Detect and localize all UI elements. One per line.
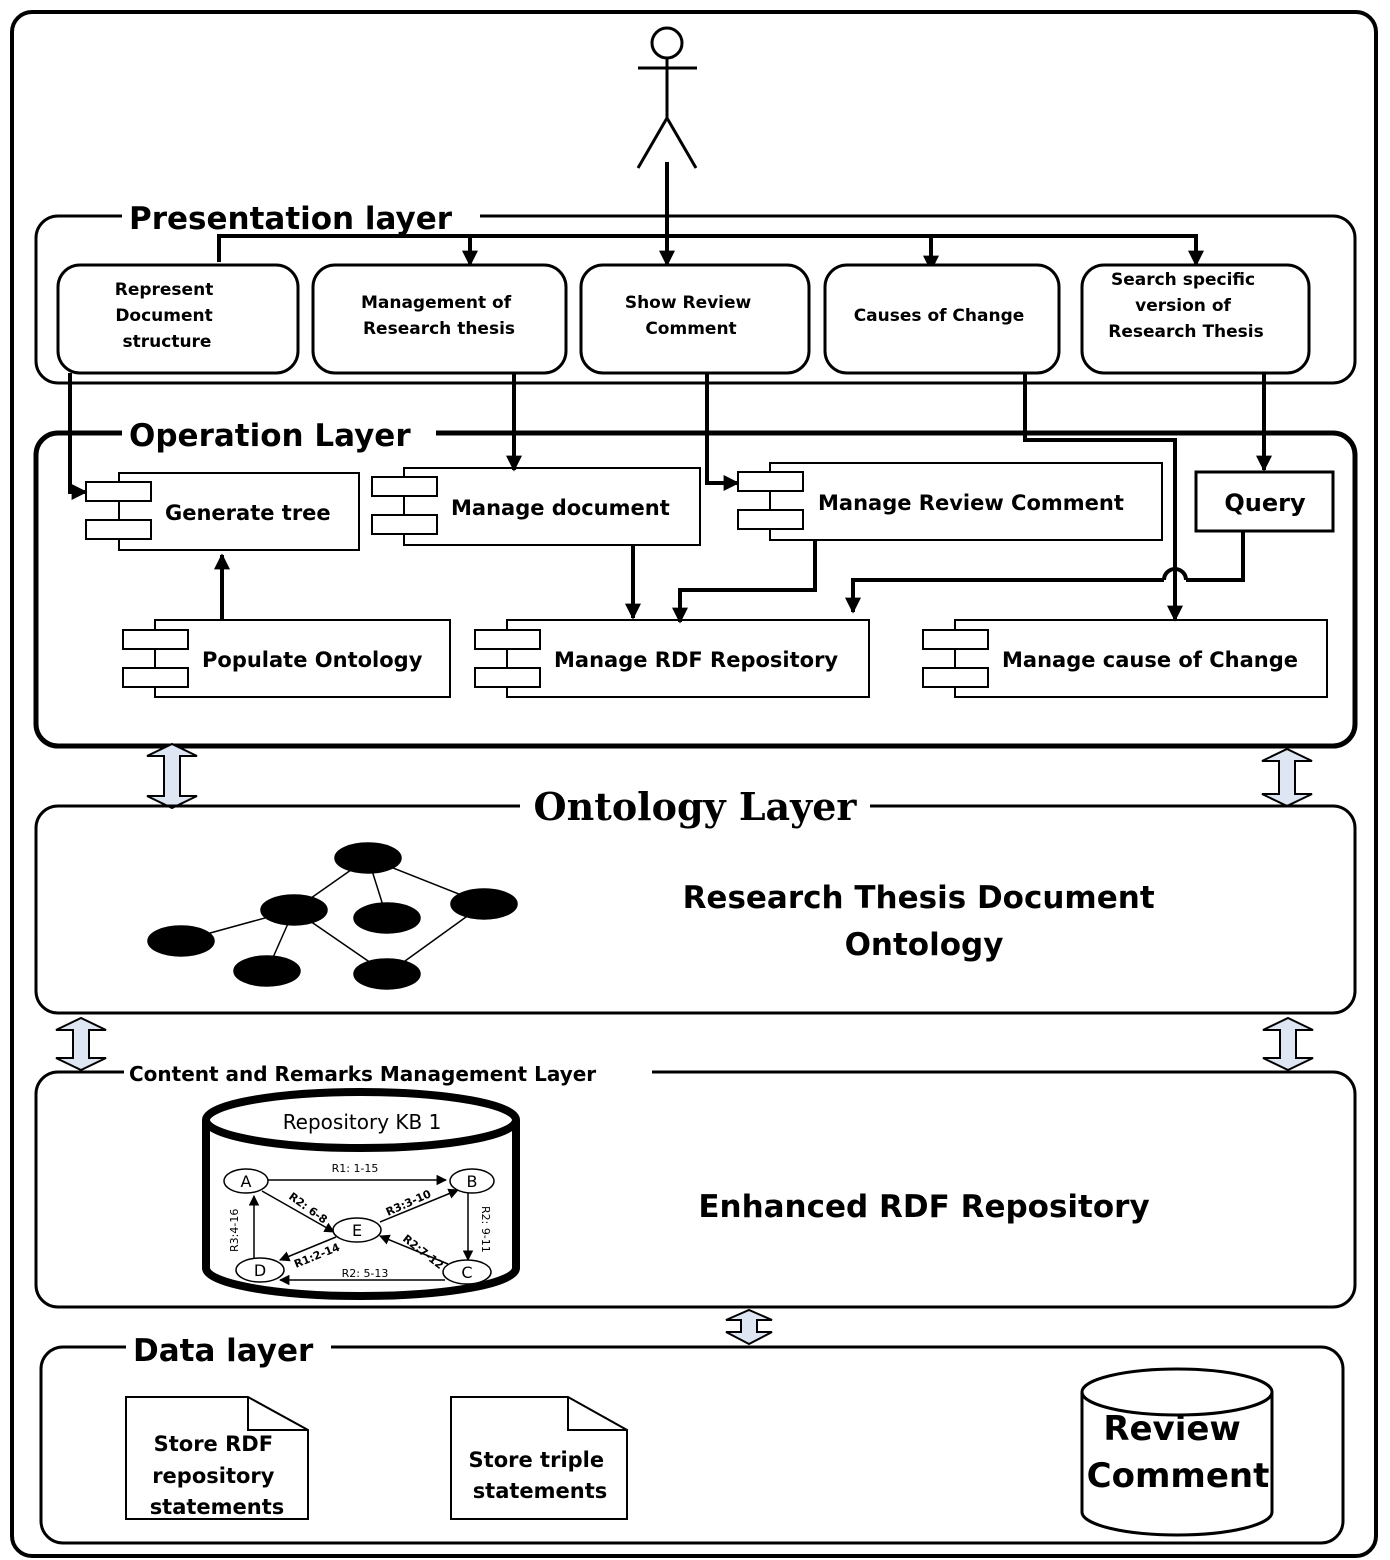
content-layer-container bbox=[34, 1070, 1357, 1309]
presentation-layer-container bbox=[34, 214, 1357, 385]
manage-rdf-repository-component[interactable]: Manage RDF Repository bbox=[474, 619, 870, 698]
ontology-layer-title: Ontology Layer bbox=[534, 784, 858, 829]
causes-of-change-label: Causes of Change bbox=[854, 306, 1025, 326]
repository-kb-cylinder: Repository KB 1 bbox=[202, 1088, 520, 1300]
bidirectional-arrow-right-2 bbox=[1262, 1016, 1314, 1072]
outer-frame bbox=[10, 10, 1378, 1558]
manage-cause-of-change-label: Manage cause of Change bbox=[1002, 648, 1298, 672]
data-layer-title: Data layer bbox=[133, 1333, 314, 1369]
graph-node-b bbox=[449, 1168, 495, 1194]
manage-document-label: Manage document bbox=[451, 496, 670, 520]
review-comment-database-icon: Review Comment bbox=[1080, 1367, 1274, 1537]
svg-text:Review Comment: Review Comment bbox=[1087, 1409, 1270, 1496]
svg-text:Store triple statements: Store triple statements bbox=[469, 1448, 612, 1503]
stick-figure-user-icon bbox=[636, 26, 698, 169]
represent-document-structure-box[interactable] bbox=[56, 263, 300, 375]
populate-ontology-label: Populate Ontology bbox=[202, 648, 423, 672]
svg-text:R1: 1-15: R1: 1-15 bbox=[332, 1162, 379, 1175]
query-label: Query bbox=[1224, 489, 1306, 517]
ontology-label: Research Thesis Document Ontology bbox=[683, 880, 1166, 963]
causes-of-change-box[interactable] bbox=[823, 263, 1061, 375]
repository-title: Repository KB 1 bbox=[283, 1110, 442, 1134]
bidirectional-arrow-bottom bbox=[725, 1308, 773, 1346]
management-research-thesis-box[interactable] bbox=[311, 263, 568, 375]
store-triple-statements-document: Store triple statements bbox=[450, 1396, 628, 1520]
query-component[interactable]: Query bbox=[1194, 470, 1335, 533]
svg-text:Store RDF repository: Store RDF repository statements bbox=[150, 1432, 285, 1519]
store-rdf-statements-document: Store RDF repository statements bbox=[125, 1396, 309, 1520]
operation-layer-container bbox=[33, 430, 1358, 749]
operation-connectors bbox=[68, 373, 1272, 624]
bidirectional-arrow-right-1 bbox=[1261, 747, 1313, 808]
management-research-thesis-label: Management of Research thesis bbox=[361, 293, 517, 339]
svg-text:R3:4-16: R3:4-16 bbox=[228, 1209, 241, 1252]
content-layer-title: Content and Remarks Management Layer bbox=[129, 1062, 596, 1086]
enhanced-rdf-repository-label: Enhanced RDF Repository bbox=[698, 1189, 1149, 1225]
generate-tree-component[interactable]: Generate tree bbox=[85, 472, 360, 551]
manage-rdf-repository-label: Manage RDF Repository bbox=[554, 648, 838, 672]
svg-text:D: D bbox=[254, 1261, 266, 1280]
operation-layer-title: Operation Layer bbox=[129, 418, 411, 454]
graph-node-d bbox=[235, 1257, 285, 1283]
bidirectional-arrow-left-1 bbox=[146, 742, 198, 810]
populate-ontology-component[interactable]: Populate Ontology bbox=[122, 619, 451, 698]
show-review-comment-label: Show Review Comment bbox=[625, 293, 757, 339]
svg-text:R2: 5-13: R2: 5-13 bbox=[342, 1267, 389, 1280]
search-version-label: Search specific version of Research Thes… bbox=[1108, 270, 1264, 342]
search-version-box[interactable] bbox=[1080, 263, 1311, 375]
graph-node-a bbox=[223, 1168, 269, 1194]
ontology-graph-icon bbox=[147, 842, 518, 990]
manage-document-component[interactable]: Manage document bbox=[371, 467, 701, 546]
data-layer-container bbox=[39, 1345, 1345, 1545]
represent-document-structure-label: Represent Document structure bbox=[115, 280, 220, 352]
graph-node-e bbox=[332, 1217, 382, 1243]
svg-text:A: A bbox=[241, 1172, 252, 1191]
svg-text:E: E bbox=[352, 1221, 362, 1240]
svg-text:C: C bbox=[461, 1263, 472, 1282]
generate-tree-label: Generate tree bbox=[165, 501, 331, 525]
show-review-comment-box[interactable] bbox=[579, 263, 811, 375]
svg-text:R2: 9-11: R2: 9-11 bbox=[479, 1206, 492, 1253]
manage-review-comment-label: Manage Review Comment bbox=[818, 491, 1124, 515]
manage-cause-of-change-component[interactable]: Manage cause of Change bbox=[922, 619, 1328, 698]
manage-review-comment-component[interactable]: Manage Review Comment bbox=[737, 462, 1163, 541]
graph-node-c bbox=[442, 1259, 492, 1285]
presentation-layer-title: Presentation layer bbox=[129, 201, 453, 237]
svg-text:B: B bbox=[467, 1172, 478, 1191]
user-connectors bbox=[217, 162, 1204, 272]
bidirectional-arrow-left-2 bbox=[55, 1016, 107, 1072]
